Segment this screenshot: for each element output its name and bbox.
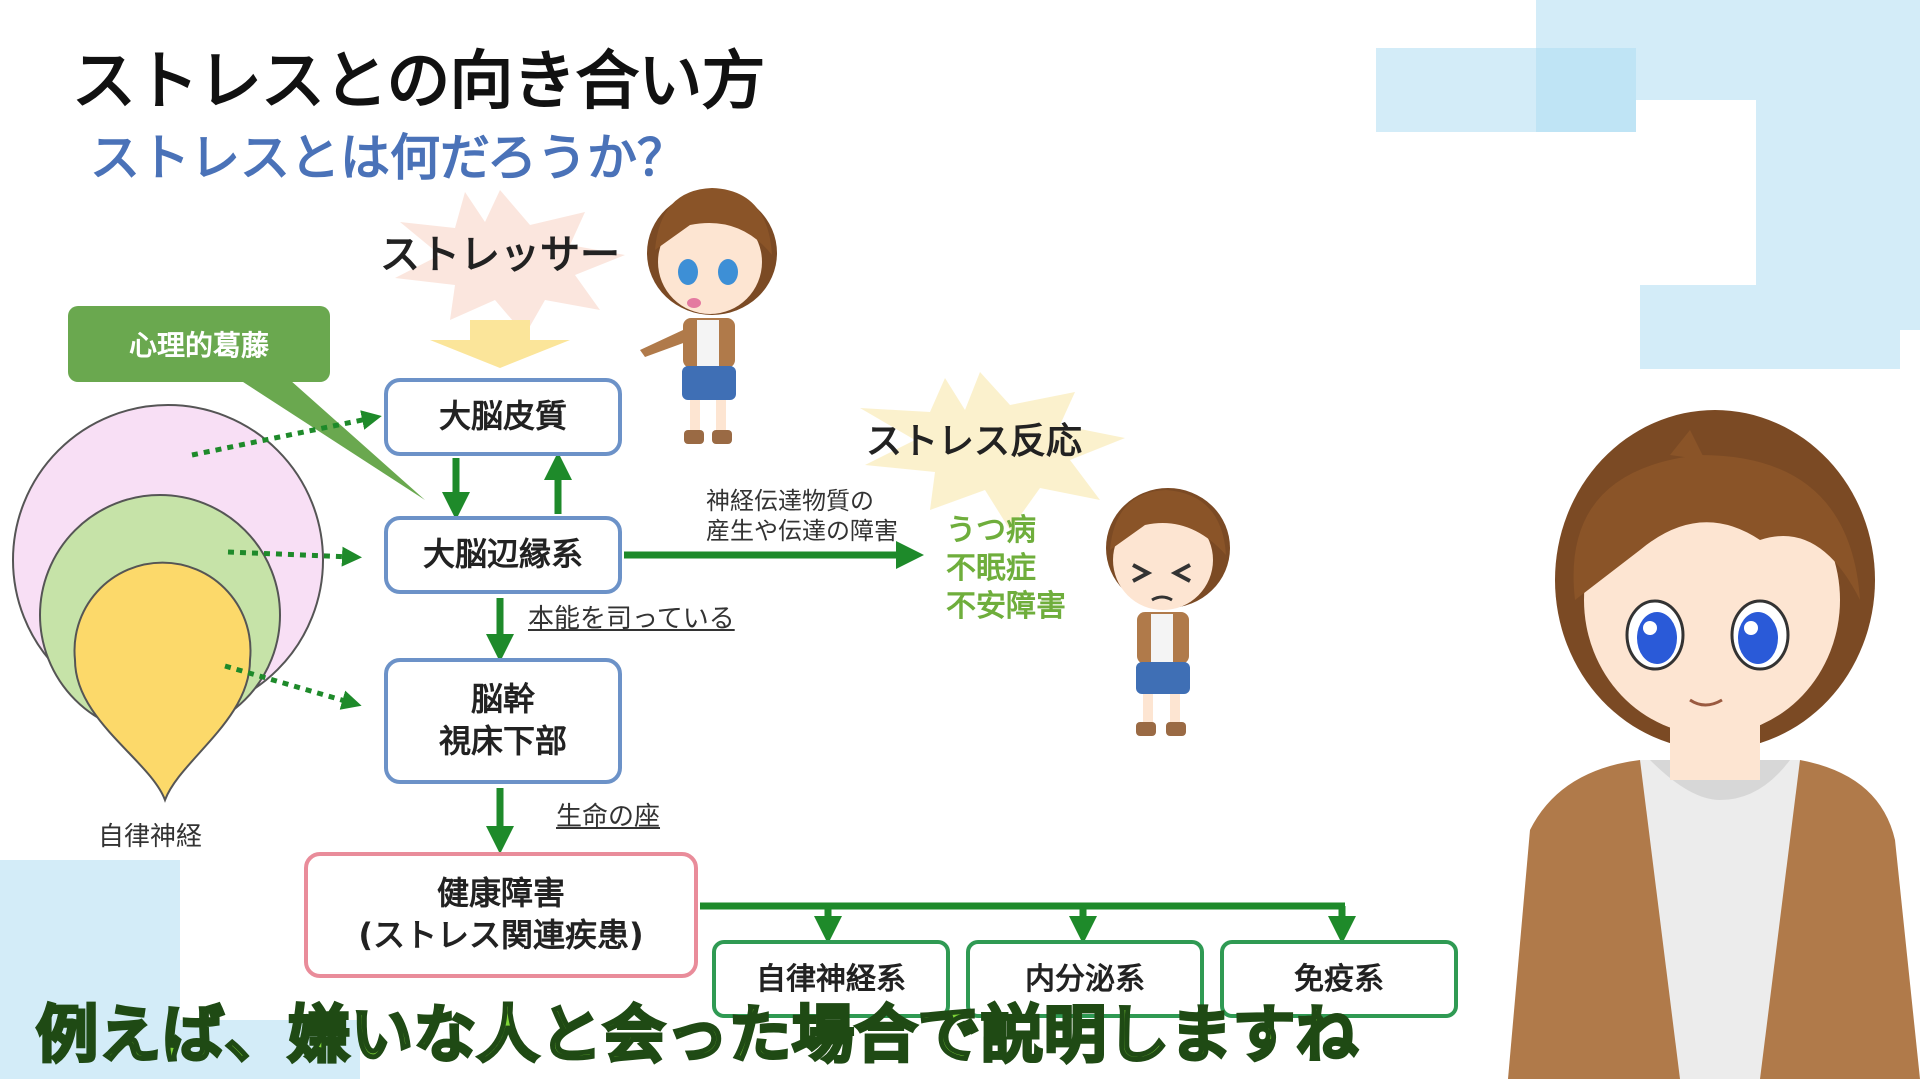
page-title: ストレスとの向き合い方 [72, 45, 765, 119]
stress-response-list: うつ病 不眠症 不安障害 [946, 512, 1066, 626]
autonomic-nervous-system-box: 自律神経系 [712, 940, 950, 1018]
neurotransmitter-label: 神経伝達物質の 産生や伝達の障害 [706, 486, 898, 546]
teardrop-inner [73, 561, 252, 803]
stress-response-burst [860, 372, 1125, 530]
character-chibi-stressed [1106, 488, 1230, 736]
neurotransmitter-line1: 神経伝達物質の [706, 487, 874, 515]
video-caption: 例えば、嫌いな人と会った場合で説明しますね [34, 997, 1360, 1073]
psychological-conflict-callout: 心理的葛藤 [68, 306, 330, 382]
bg-deco-square [180, 1020, 360, 1079]
stressor-arrow [430, 320, 570, 368]
character-main [1508, 410, 1920, 1079]
response-anxiety: 不安障害 [946, 589, 1066, 624]
autonomic-nerve-label: 自律神経 [98, 822, 203, 852]
hypothalamus-line: 視床下部 [438, 722, 567, 760]
stress-response-label: ストレス反応 [866, 421, 1083, 462]
cerebral-cortex-box: 大脳皮質 [384, 378, 622, 456]
bg-deco-square [1536, 48, 1636, 132]
dotted-arrow-limbic [227, 546, 362, 567]
brainstem-line: 脳幹 [470, 680, 535, 719]
stressor-burst [395, 190, 625, 335]
bg-deco-square [0, 860, 180, 1079]
endocrine-system-box: 内分泌系 [966, 940, 1204, 1018]
dotted-arrow-brainstem [224, 663, 362, 710]
page-subtitle: ストレスとは何だろうか？ [90, 129, 687, 187]
stress-related-disease-line: (ストレス関連疾患) [358, 916, 644, 954]
health-disorder-line: 健康障害 [436, 874, 565, 913]
stressor-label: ストレッサー [380, 232, 620, 278]
seat-of-life-label: 生命の座 [556, 802, 661, 832]
character-chibi-happy [640, 188, 777, 444]
immune-system-box: 免疫系 [1220, 940, 1458, 1018]
brainstem-hypothalamus-box: 脳幹 視床下部 [384, 658, 622, 784]
health-disorder-box: 健康障害 (ストレス関連疾患) [304, 852, 698, 978]
bg-deco-square [1640, 285, 1900, 369]
response-depression: うつ病 [946, 513, 1036, 548]
callout-pointer [240, 380, 425, 500]
neurotransmitter-line2: 産生や伝達の障害 [706, 517, 898, 545]
limbic-system-box: 大脳辺縁系 [384, 516, 622, 594]
instinct-label: 本能を司っている [528, 604, 735, 634]
bg-deco-square [1756, 0, 1920, 330]
response-insomnia: 不眠症 [946, 551, 1036, 586]
